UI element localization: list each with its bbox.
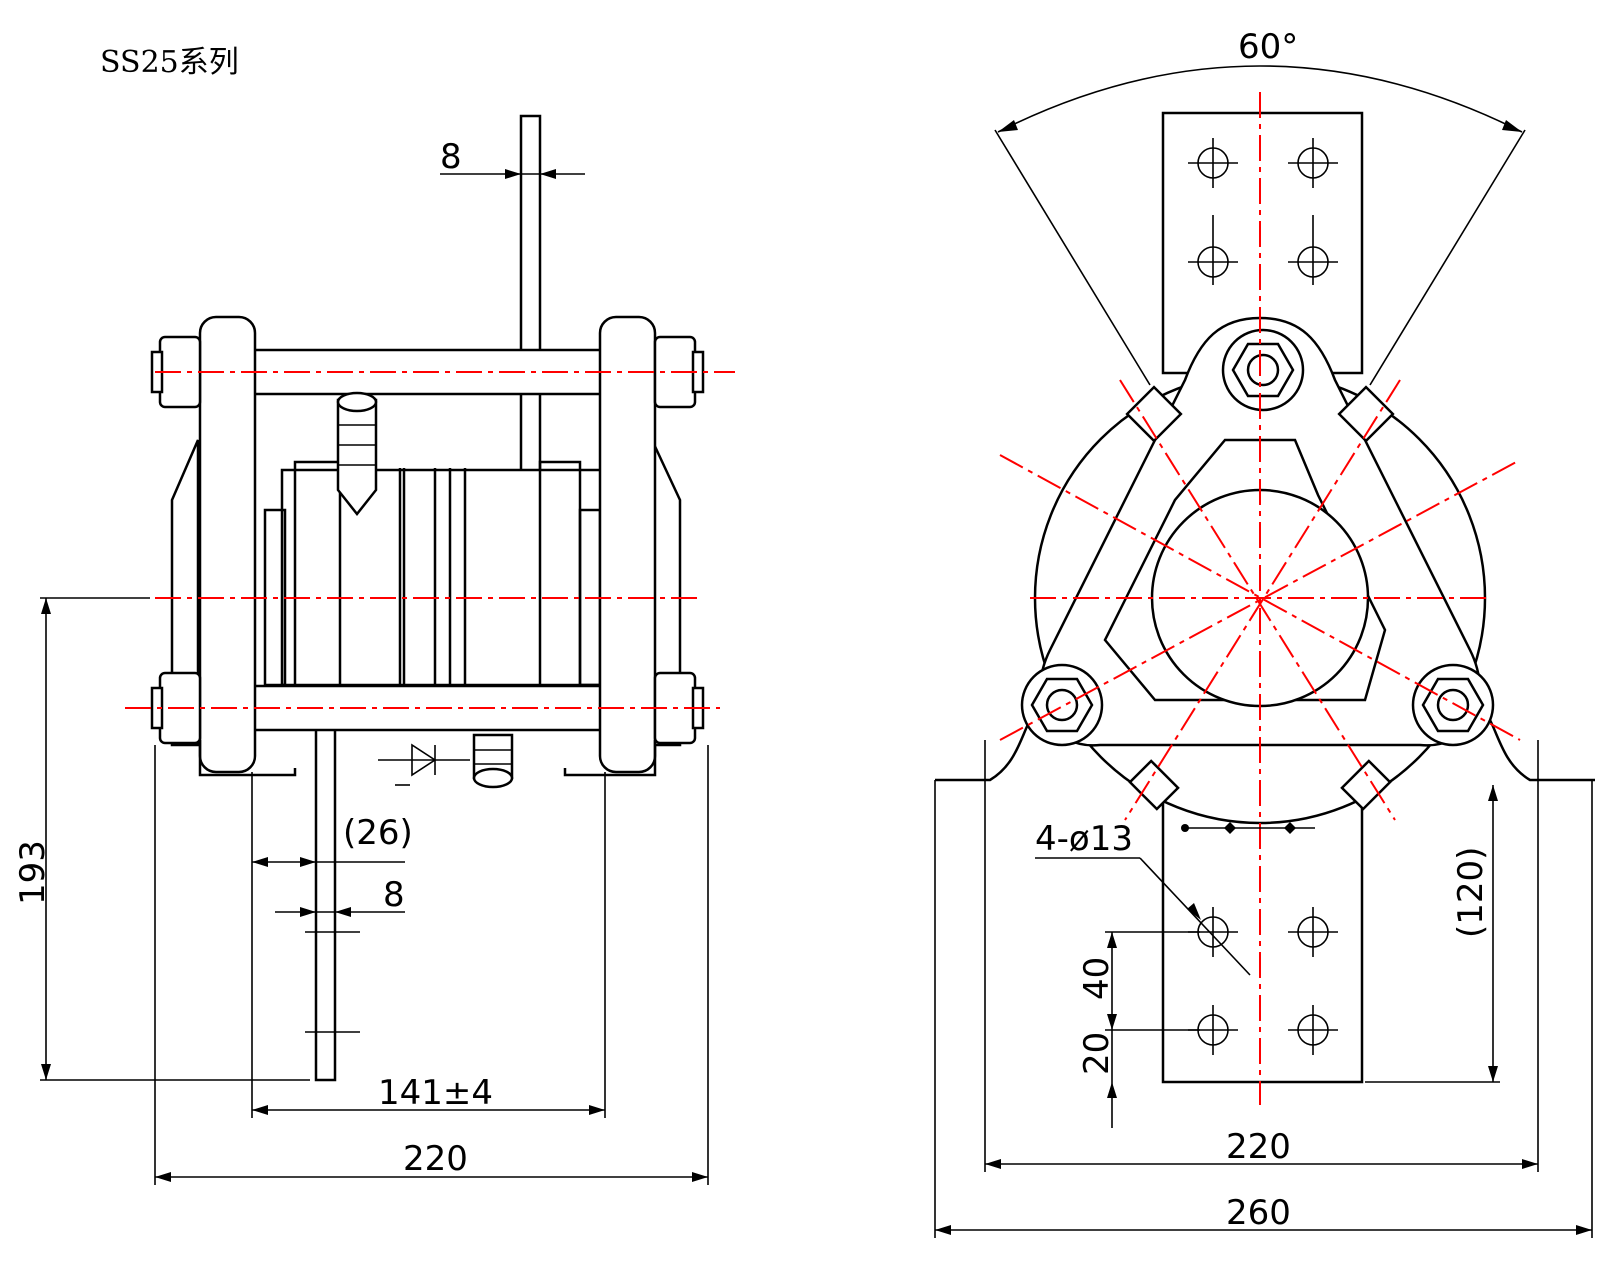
upper-plate — [519, 114, 542, 526]
bolt-right — [1411, 663, 1495, 747]
end-plate-left — [198, 315, 257, 774]
foot-left — [198, 740, 297, 777]
dim-plate-thickness-top: 8 — [440, 137, 462, 177]
dim-inner-width: 220 — [1226, 1127, 1291, 1167]
base-foot-left — [935, 719, 1032, 782]
angle-leg-left — [994, 129, 1151, 386]
housing-body — [280, 468, 604, 687]
diode-symbol — [378, 743, 470, 786]
dim-height: 193 — [13, 840, 53, 905]
dim-hole-pitch: 40 — [1077, 957, 1117, 1000]
fitting-upper-right — [1337, 385, 1395, 443]
foot-right — [563, 740, 657, 777]
dim-plate-thickness-bottom: 8 — [383, 875, 405, 915]
dim-angle: 60° — [1238, 27, 1298, 67]
dim-outer-width: 260 — [1226, 1193, 1291, 1233]
fitting-lower-left — [1128, 759, 1180, 811]
dim-width: 220 — [403, 1139, 468, 1179]
dim-hole-edge: 20 — [1077, 1032, 1117, 1075]
fitting-upper-left — [1125, 385, 1183, 443]
front-view: 60° 4-ø13 40 20 (120) — [934, 27, 1595, 1238]
hose-barb-top — [336, 391, 378, 517]
bolt-left — [1020, 663, 1104, 747]
angle-arc — [997, 65, 1523, 133]
end-plate-right — [598, 315, 657, 774]
angle-leg-right — [1369, 129, 1526, 386]
bolt-top — [1221, 328, 1305, 412]
lower-plate — [314, 688, 337, 1082]
lower-mount-plate — [1161, 778, 1364, 1084]
dim-offset: (26) — [343, 813, 413, 853]
drawing-title: SS25系列 — [100, 45, 239, 80]
fitting-lower-right — [1340, 759, 1392, 811]
dim-bolt-span: 141±4 — [378, 1073, 493, 1113]
side-view: 8 (26) 8 193 141±4 220 — [13, 114, 735, 1185]
hose-barb-bottom — [472, 733, 514, 789]
dim-plate-height: (120) — [1451, 847, 1491, 938]
dim-holes: 4-ø13 — [1035, 819, 1133, 859]
bracket-left — [170, 439, 200, 747]
base-foot-right — [1488, 719, 1595, 782]
